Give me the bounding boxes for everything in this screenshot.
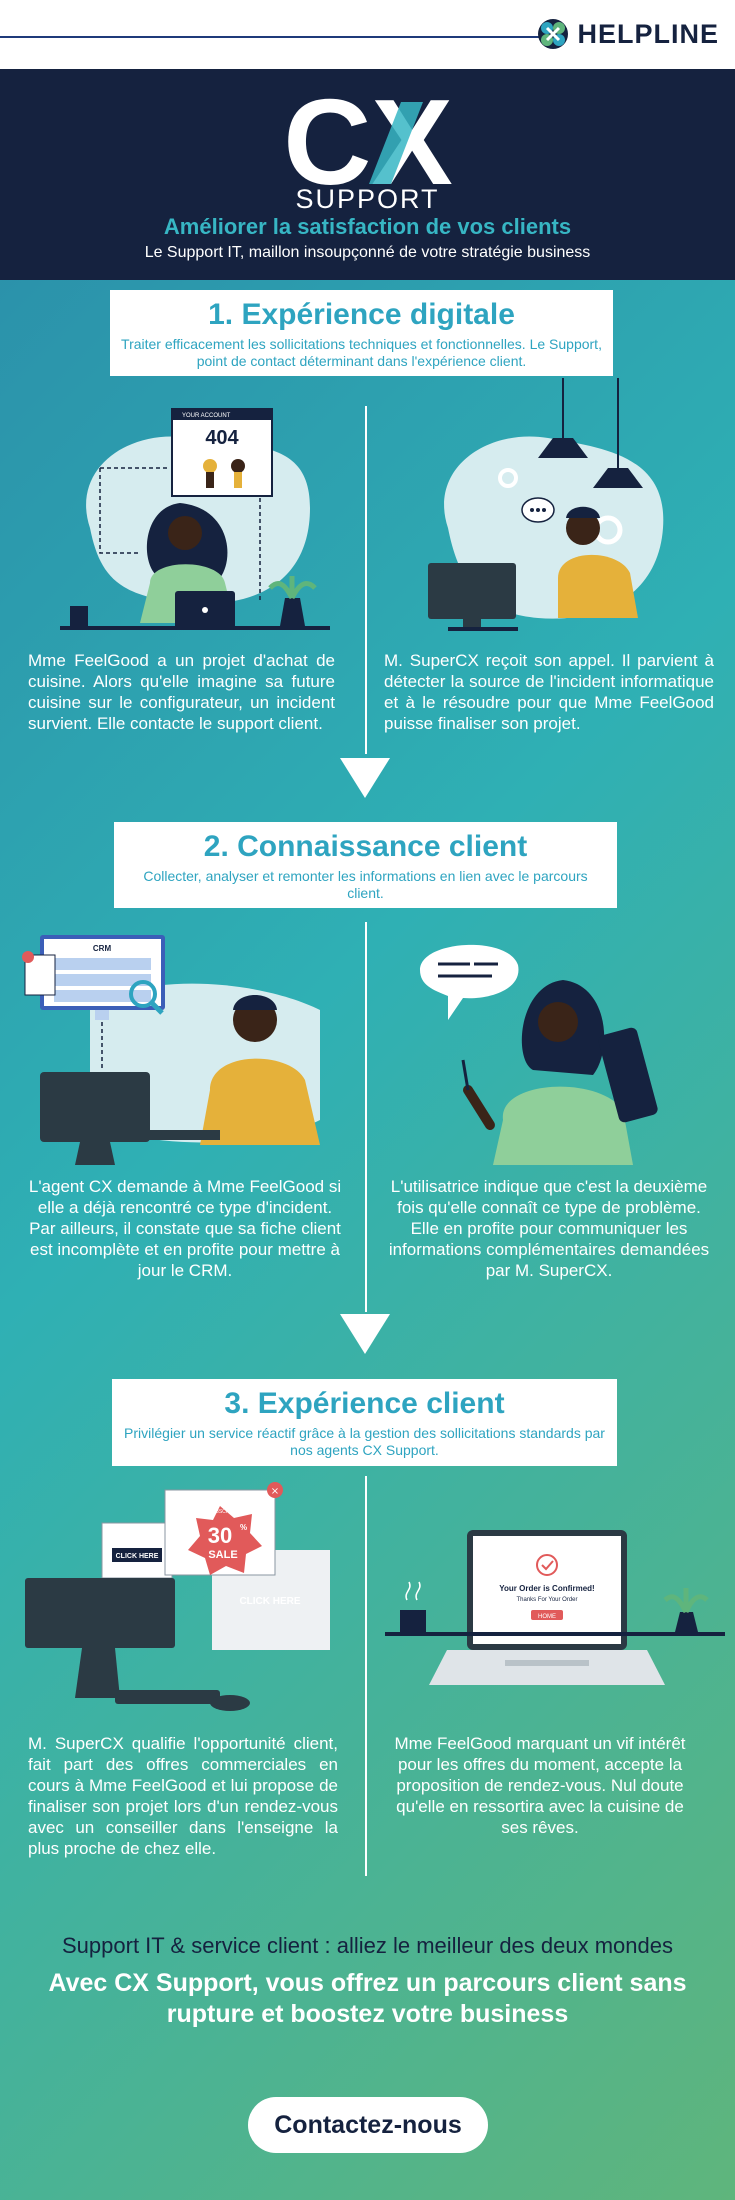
section-1-left-text: Mme FeelGood a un projet d'achat de cuis… (28, 651, 335, 733)
illustration-sale-popups: CLICK HERE CLICK HERE × SUBSCRIBE 30 % S… (25, 1482, 330, 1711)
header-band: CX SUPPORT Améliorer la satisfaction de … (0, 72, 735, 280)
order-home-button: HOME (538, 1614, 556, 1620)
illustration-order-confirmed: Your Order is Confirmed! Thanks For Your… (385, 1530, 725, 1685)
section-2-box: 2. Connaissance client Collecter, analys… (114, 822, 617, 908)
section-3-left-text: M. SuperCX qualifie l'opportunité client… (28, 1734, 338, 1858)
order-confirmed-subtitle: Thanks For Your Order (516, 1597, 577, 1603)
helpline-wordmark: HELPLINE (577, 18, 719, 49)
crm-label: CRM (93, 944, 112, 953)
helpline-emblem-icon (538, 19, 569, 49)
err-page-header: YOUR ACCOUNT (182, 413, 231, 419)
section-1-subtitle: Traiter efficacement les sollicitations … (121, 336, 602, 369)
illustration-woman-404: YOUR ACCOUNT 404 (60, 408, 330, 630)
section-2-arrow (340, 1314, 390, 1354)
svg-text:×: × (271, 1486, 279, 1497)
closing-tagline: Support IT & service client : alliez le … (62, 1933, 673, 1958)
section-1-divider (365, 406, 367, 754)
cx-support-logo: CX (283, 84, 452, 199)
section-3-title: 3. Expérience client (224, 1387, 505, 1420)
section-1-arrow (340, 758, 390, 798)
closing-headline: Avec CX Support, vous offrez un parcours… (48, 1969, 687, 2028)
header-title: Améliorer la satisfaction de vos clients (163, 214, 572, 239)
cx-logo-letters: CX (283, 84, 452, 199)
section-3-right-text: Mme FeelGood marquant un vif intérêt pou… (394, 1734, 686, 1837)
section-2-right-text: L'utilisatrice indique que c'est la deux… (388, 1177, 710, 1280)
top-divider-line (0, 36, 540, 38)
sale-number: 30 (208, 1523, 232, 1548)
section-1-box: 1. Expérience digitale Traiter efficacem… (110, 290, 613, 376)
click-here-left: CLICK HERE (116, 1553, 159, 1560)
section-3-subtitle: Privilégier un service réactif grâce à l… (124, 1425, 605, 1458)
click-here-right: CLICK HERE (239, 1596, 300, 1607)
contact-button[interactable]: Contactez-nous (248, 2097, 488, 2153)
sale-percent: % (240, 1523, 247, 1532)
section-2-left-text: L'agent CX demande à Mme FeelGood si ell… (28, 1177, 342, 1280)
section-2-divider (365, 922, 367, 1312)
helpline-logo[interactable]: HELPLINE (537, 18, 719, 50)
illustration-agent-crm: CRM (22, 935, 320, 1165)
header-subtitle: Le Support IT, maillon insoupçonné de vo… (144, 244, 591, 261)
order-confirmed-title: Your Order is Confirmed! (499, 1584, 594, 1593)
section-2-title: 2. Connaissance client (203, 830, 528, 863)
sale-word: SALE (208, 1549, 237, 1561)
sale-top-label: SUBSCRIBE (209, 1509, 239, 1515)
err-page-code: 404 (205, 427, 239, 449)
section-2-subtitle: Collecter, analyser et remonter les info… (143, 868, 588, 901)
section-3-box: 3. Expérience client Privilégier un serv… (112, 1379, 617, 1466)
cx-logo-subtitle: SUPPORT (295, 184, 440, 214)
section-1-title: 1. Expérience digitale (208, 298, 515, 331)
section-1-right-text: M. SuperCX reçoit son appel. Il parvient… (384, 651, 714, 733)
illustration-agent-headset (428, 378, 664, 631)
top-bar: HELPLINE (0, 0, 735, 72)
section-3-divider (365, 1476, 367, 1876)
illustration-woman-speech (420, 944, 658, 1165)
